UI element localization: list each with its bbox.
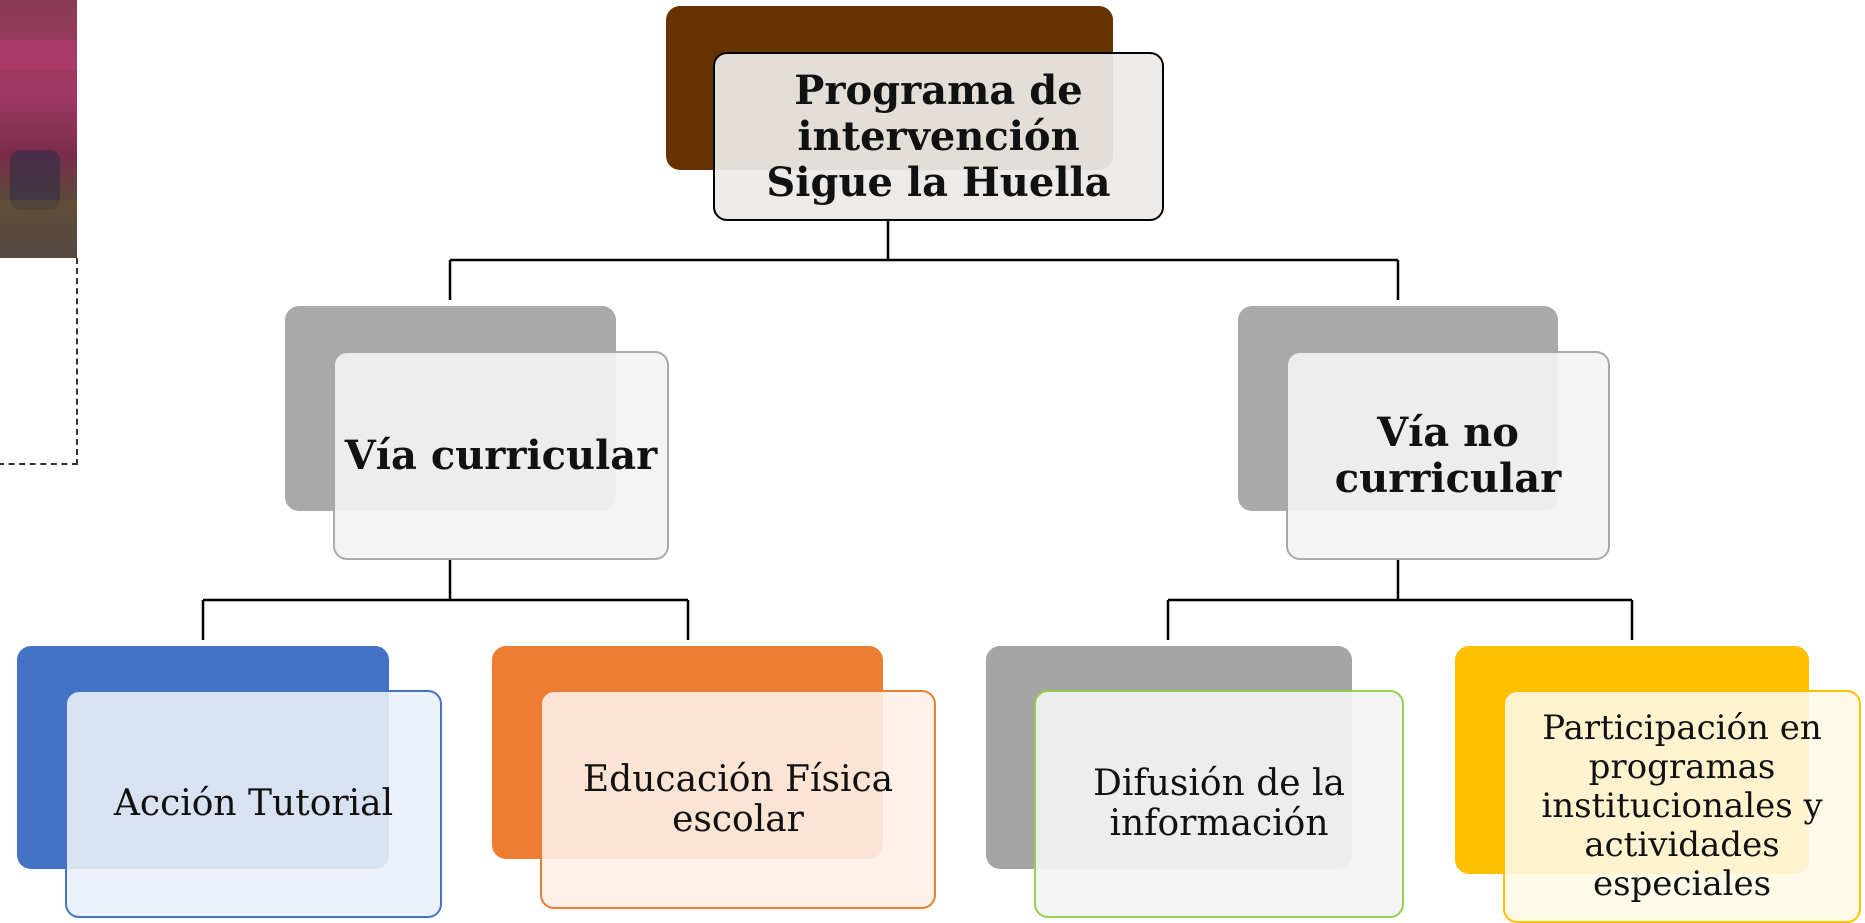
connector-nocurricular-to-children	[1166, 558, 1634, 640]
root-node: Programa de intervención Sigue la Huella	[713, 52, 1164, 221]
root-node-label: Programa de intervención Sigue la Huella	[766, 66, 1111, 206]
leaf-difusion-label: Difusión de la información	[1093, 763, 1345, 844]
leaf-participacion-label: Participación en programas institucional…	[1541, 708, 1823, 904]
leaf-educacion-fisica-label: Educación Física escolar	[582, 758, 894, 840]
leaf-accion-tutorial-label: Acción Tutorial	[113, 783, 394, 824]
leaf-difusion-node: Difusión de la información	[1034, 690, 1404, 918]
branch-no-curricular-label: Vía no curricular	[1334, 408, 1562, 502]
connector-curricular-to-children	[201, 558, 690, 640]
leaf-educacion-fisica-node: Educación Física escolar	[540, 690, 936, 909]
leaf-accion-tutorial-node: Acción Tutorial	[65, 690, 442, 918]
connector-root-to-branches	[448, 218, 1400, 300]
photo-thumbnail	[0, 0, 77, 258]
leaf-participacion-node: Participación en programas institucional…	[1503, 690, 1861, 923]
branch-curricular-label: Vía curricular	[344, 431, 658, 479]
branch-no-curricular-node: Vía no curricular	[1286, 351, 1610, 560]
dashed-frame	[0, 258, 78, 465]
branch-curricular-node: Vía curricular	[333, 351, 669, 560]
